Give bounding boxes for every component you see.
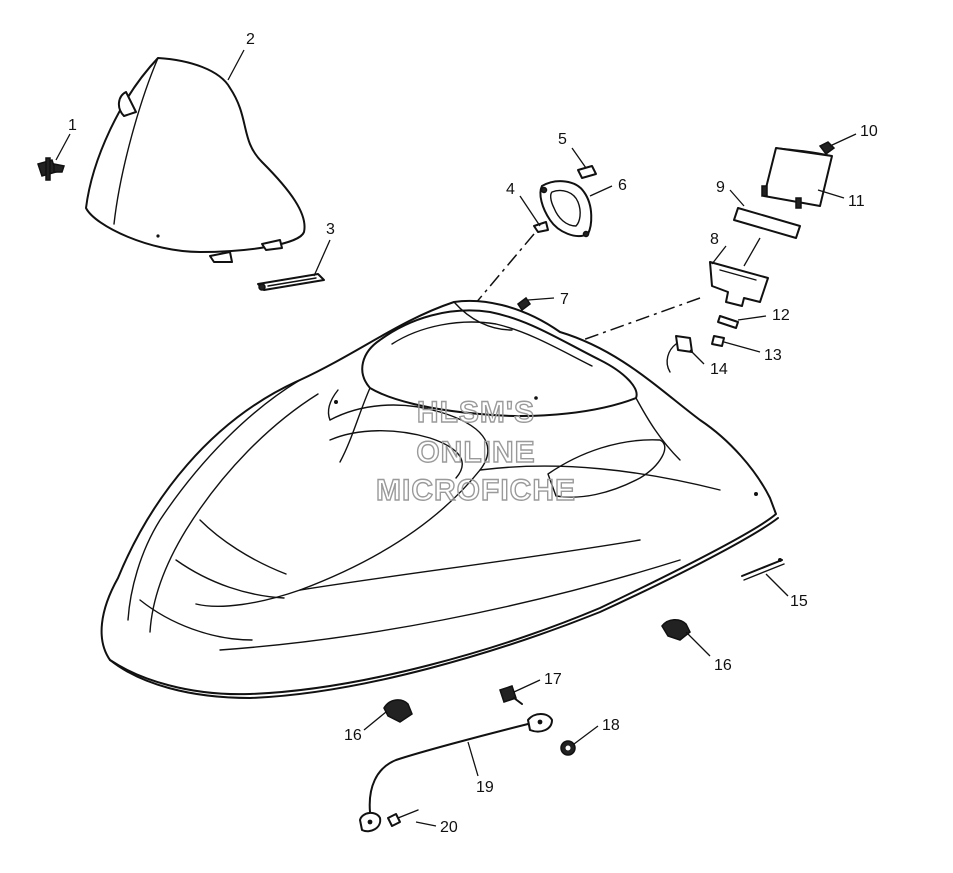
part-rod [741, 558, 785, 581]
callout-15: 15 [790, 593, 808, 610]
callout-9: 9 [716, 179, 725, 196]
part-bolt [499, 685, 523, 705]
callout-11: 11 [848, 193, 865, 210]
callout-7: 7 [560, 291, 569, 308]
part-screw-small [387, 809, 419, 827]
watermark: HLSM'S ONLINE MICROFICHE [375, 395, 576, 507]
part-nut [560, 740, 576, 756]
part-hood-body [100, 299, 779, 699]
part-grommet [711, 335, 725, 347]
part-latch-clip-right [661, 619, 691, 641]
callout-2: 2 [246, 31, 255, 48]
callout-4: 4 [506, 181, 515, 198]
callout-10: 10 [860, 123, 878, 140]
callout-8: 8 [710, 231, 719, 248]
part-trim-strip [257, 273, 325, 291]
part-clip [533, 221, 549, 233]
part-mounting-bracket [709, 237, 769, 307]
part-small-nut [818, 141, 836, 156]
callout-19: 19 [476, 779, 494, 796]
part-wire-lead [666, 335, 693, 373]
part-latch-clip-left [383, 699, 413, 723]
watermark-line-2: ONLINE [416, 436, 535, 469]
callout-20: 20 [440, 819, 458, 836]
callout-1: 1 [68, 117, 77, 134]
part-windshield [85, 57, 306, 263]
part-gauge-bezel [539, 180, 593, 238]
callout-14: 14 [710, 361, 728, 378]
callout-12: 12 [772, 307, 790, 324]
part-decal-marker [516, 296, 532, 312]
leader-lines [55, 49, 857, 827]
callout-17: 17 [544, 671, 562, 688]
part-push-rivet [37, 157, 65, 181]
callout-13: 13 [764, 347, 782, 364]
callout-18: 18 [602, 717, 620, 734]
part-tether-cable [359, 713, 553, 833]
callout-5: 5 [558, 131, 567, 148]
callout-16-right: 16 [714, 657, 732, 674]
callout-3: 3 [326, 221, 335, 238]
watermark-line-3: MICROFICHE [376, 474, 576, 507]
watermark-line-1: HLSM'S [417, 396, 535, 429]
callout-labels: 1 2 3 4 5 6 7 8 9 10 11 12 13 14 15 16 1… [68, 31, 878, 836]
part-display-cover [761, 147, 833, 209]
part-lens-strip [733, 207, 801, 239]
part-pin [577, 165, 597, 179]
callout-6: 6 [618, 177, 627, 194]
callout-16-left: 16 [344, 727, 362, 744]
part-screw [717, 315, 739, 329]
